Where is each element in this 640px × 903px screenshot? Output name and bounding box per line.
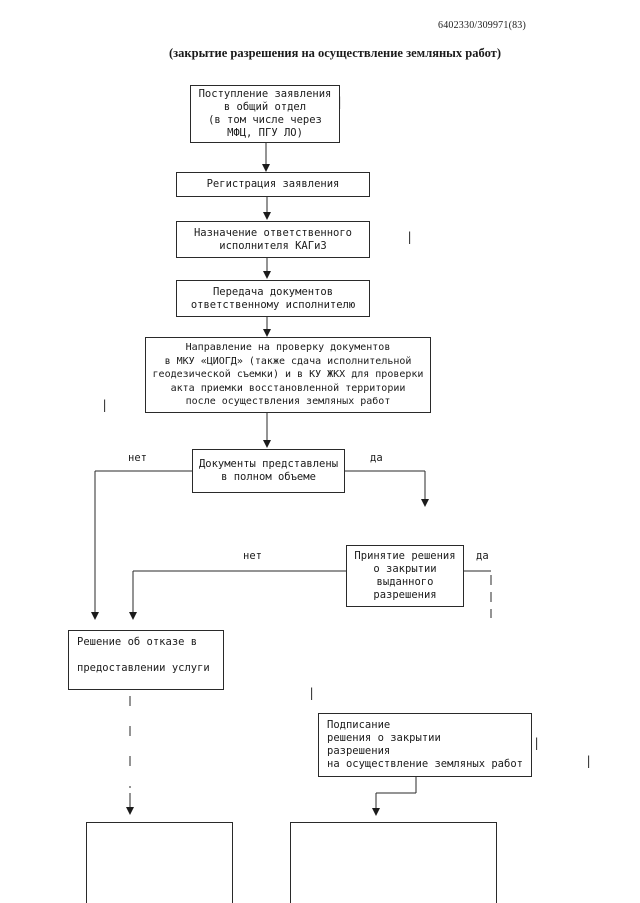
flow-box-refusal: Решение об отказе в предоставлении услуг… [68,630,224,690]
branch-label-yes-2: да [476,550,489,562]
stray-mark: | [406,230,414,244]
document-number: 6402330/309971(83) [438,20,527,31]
flow-box-review: Направление на проверку документов в МКУ… [145,337,431,413]
branch-label-no-2: нет [243,550,262,562]
arrowhead [126,807,134,815]
flow-box-transfer: Передача документов ответственному испол… [176,280,370,317]
stray-mark: | [336,95,344,109]
arrowhead [263,440,271,448]
page-title: (закрытие разрешения на осуществление зе… [169,46,501,60]
stray-mark: | [308,686,316,700]
arrowhead [263,271,271,279]
arrowhead [262,164,270,172]
arrowhead [91,612,99,620]
flow-decision-closure: Принятие решения о закрытии выданного ра… [346,545,464,607]
arrowhead [421,499,429,507]
flow-decision-docs-complete: Документы представлены в полном объеме [192,449,345,493]
flow-box-bottom-right-partial [290,822,497,903]
stray-mark: | [533,736,541,750]
branch-label-no-1: нет [128,452,147,464]
arrowhead [263,212,271,220]
flow-box-registration: Регистрация заявления [176,172,370,197]
stray-mark: | [101,398,109,412]
flow-box-assignment: Назначение ответственного исполнителя КА… [176,221,370,258]
arrowhead [129,612,137,620]
flow-box-bottom-left-partial [86,822,233,903]
branch-label-yes-1: да [370,452,383,464]
flow-box-signing: Подписание решения о закрытии разрешения… [318,713,532,777]
stray-mark: | [585,754,593,768]
arrowhead [372,808,380,816]
flow-box-intake: Поступление заявления в общий отдел (в т… [190,85,340,143]
arrowhead [263,329,271,337]
